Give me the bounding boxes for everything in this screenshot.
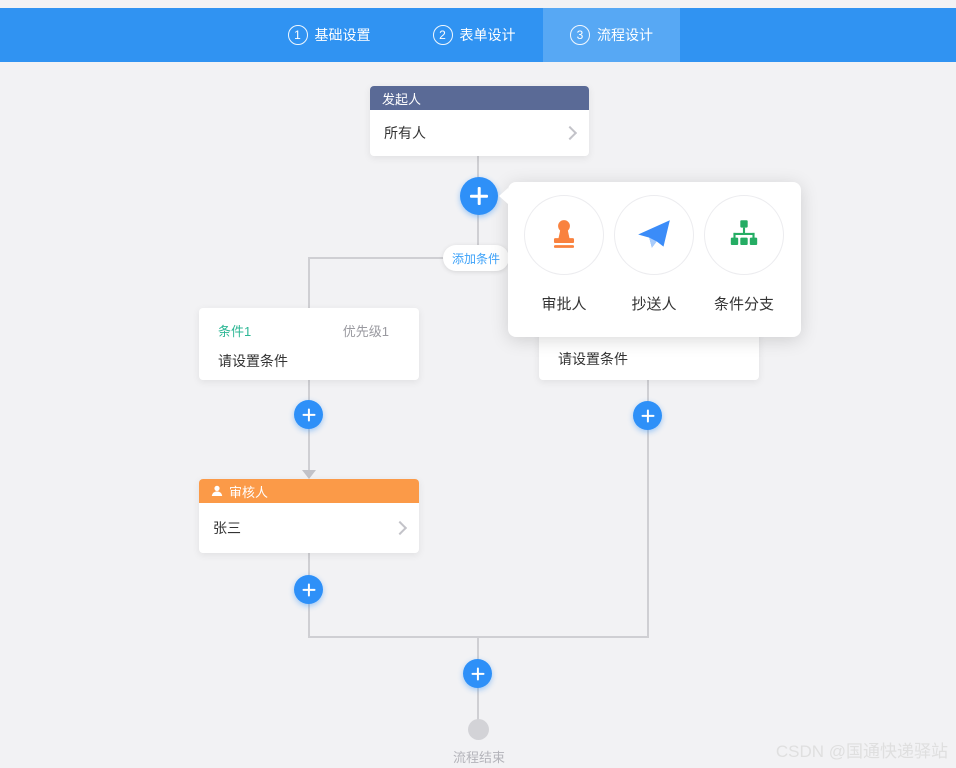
menu-item-circle bbox=[524, 195, 604, 275]
paper-plane-icon bbox=[635, 216, 673, 254]
connector-line bbox=[308, 257, 310, 309]
person-icon bbox=[211, 485, 223, 497]
reviewer-node[interactable]: 审核人 张三 bbox=[199, 479, 419, 553]
initiator-node-body[interactable]: 所有人 bbox=[370, 110, 589, 156]
add-node-button-bottom[interactable] bbox=[463, 659, 492, 688]
condition-priority: 优先级1 bbox=[342, 324, 389, 339]
reviewer-node-body[interactable]: 张三 bbox=[199, 503, 419, 553]
add-node-menu: 审批人 抄送人 bbox=[499, 182, 801, 337]
menu-item-condition-branch[interactable]: 条件分支 bbox=[699, 195, 789, 337]
initiator-node[interactable]: 发起人 所有人 bbox=[370, 86, 589, 156]
step-number-icon: 1 bbox=[287, 25, 308, 45]
menu-item-cc[interactable]: 抄送人 bbox=[609, 195, 699, 337]
watermark-text: CSDN @国通快递驿站 bbox=[775, 742, 948, 761]
menu-item-label: 抄送人 bbox=[631, 296, 677, 313]
condition-placeholder: 请设置条件 bbox=[558, 351, 628, 367]
initiator-node-header: 发起人 bbox=[370, 86, 589, 110]
tab-form-design[interactable]: 2 表单设计 bbox=[405, 8, 543, 62]
step-number-icon: 3 bbox=[570, 25, 590, 45]
tab-label: 基础设置 bbox=[314, 27, 371, 43]
initiator-title: 发起人 bbox=[382, 91, 422, 107]
add-node-button-main[interactable] bbox=[460, 177, 498, 215]
tab-label: 表单设计 bbox=[459, 27, 516, 43]
step-bar: 1 基础设置 2 表单设计 3 流程设计 bbox=[0, 8, 956, 62]
end-node-label: 流程结束 bbox=[452, 750, 505, 765]
menu-item-circle bbox=[704, 195, 784, 275]
tab-basic-settings[interactable]: 1 基础设置 bbox=[253, 8, 405, 62]
reviewer-value: 张三 bbox=[213, 520, 241, 536]
org-chart-icon bbox=[725, 216, 763, 254]
tab-process-design-active[interactable]: 3 流程设计 bbox=[543, 8, 680, 62]
add-node-button-left-branch[interactable] bbox=[294, 400, 323, 429]
menu-item-circle bbox=[614, 195, 694, 275]
arrow-down-icon bbox=[302, 470, 316, 479]
reviewer-node-header: 审核人 bbox=[199, 479, 419, 503]
chevron-right-icon bbox=[562, 125, 578, 141]
end-node-dot bbox=[468, 719, 489, 740]
chevron-right-icon bbox=[392, 520, 408, 536]
connector-line bbox=[647, 380, 649, 638]
add-node-button-right-branch[interactable] bbox=[633, 401, 662, 430]
initiator-value: 所有人 bbox=[384, 125, 426, 141]
menu-item-label: 条件分支 bbox=[713, 296, 774, 313]
menu-item-approver[interactable]: 审批人 bbox=[519, 195, 609, 337]
condition-placeholder: 请设置条件 bbox=[218, 353, 288, 369]
condition-name: 条件1 bbox=[218, 324, 252, 339]
add-node-button-after-reviewer[interactable] bbox=[294, 575, 323, 604]
stamp-icon bbox=[545, 216, 583, 254]
menu-item-label: 审批人 bbox=[541, 296, 587, 313]
reviewer-title: 审核人 bbox=[229, 484, 269, 500]
condition-node-1[interactable]: 条件1 优先级1 请设置条件 bbox=[199, 308, 419, 380]
step-number-icon: 2 bbox=[432, 25, 453, 45]
condition-node-1-header: 条件1 优先级1 bbox=[199, 308, 419, 340]
tab-label: 流程设计 bbox=[597, 27, 653, 43]
add-condition-button[interactable]: 添加条件 bbox=[443, 245, 509, 271]
